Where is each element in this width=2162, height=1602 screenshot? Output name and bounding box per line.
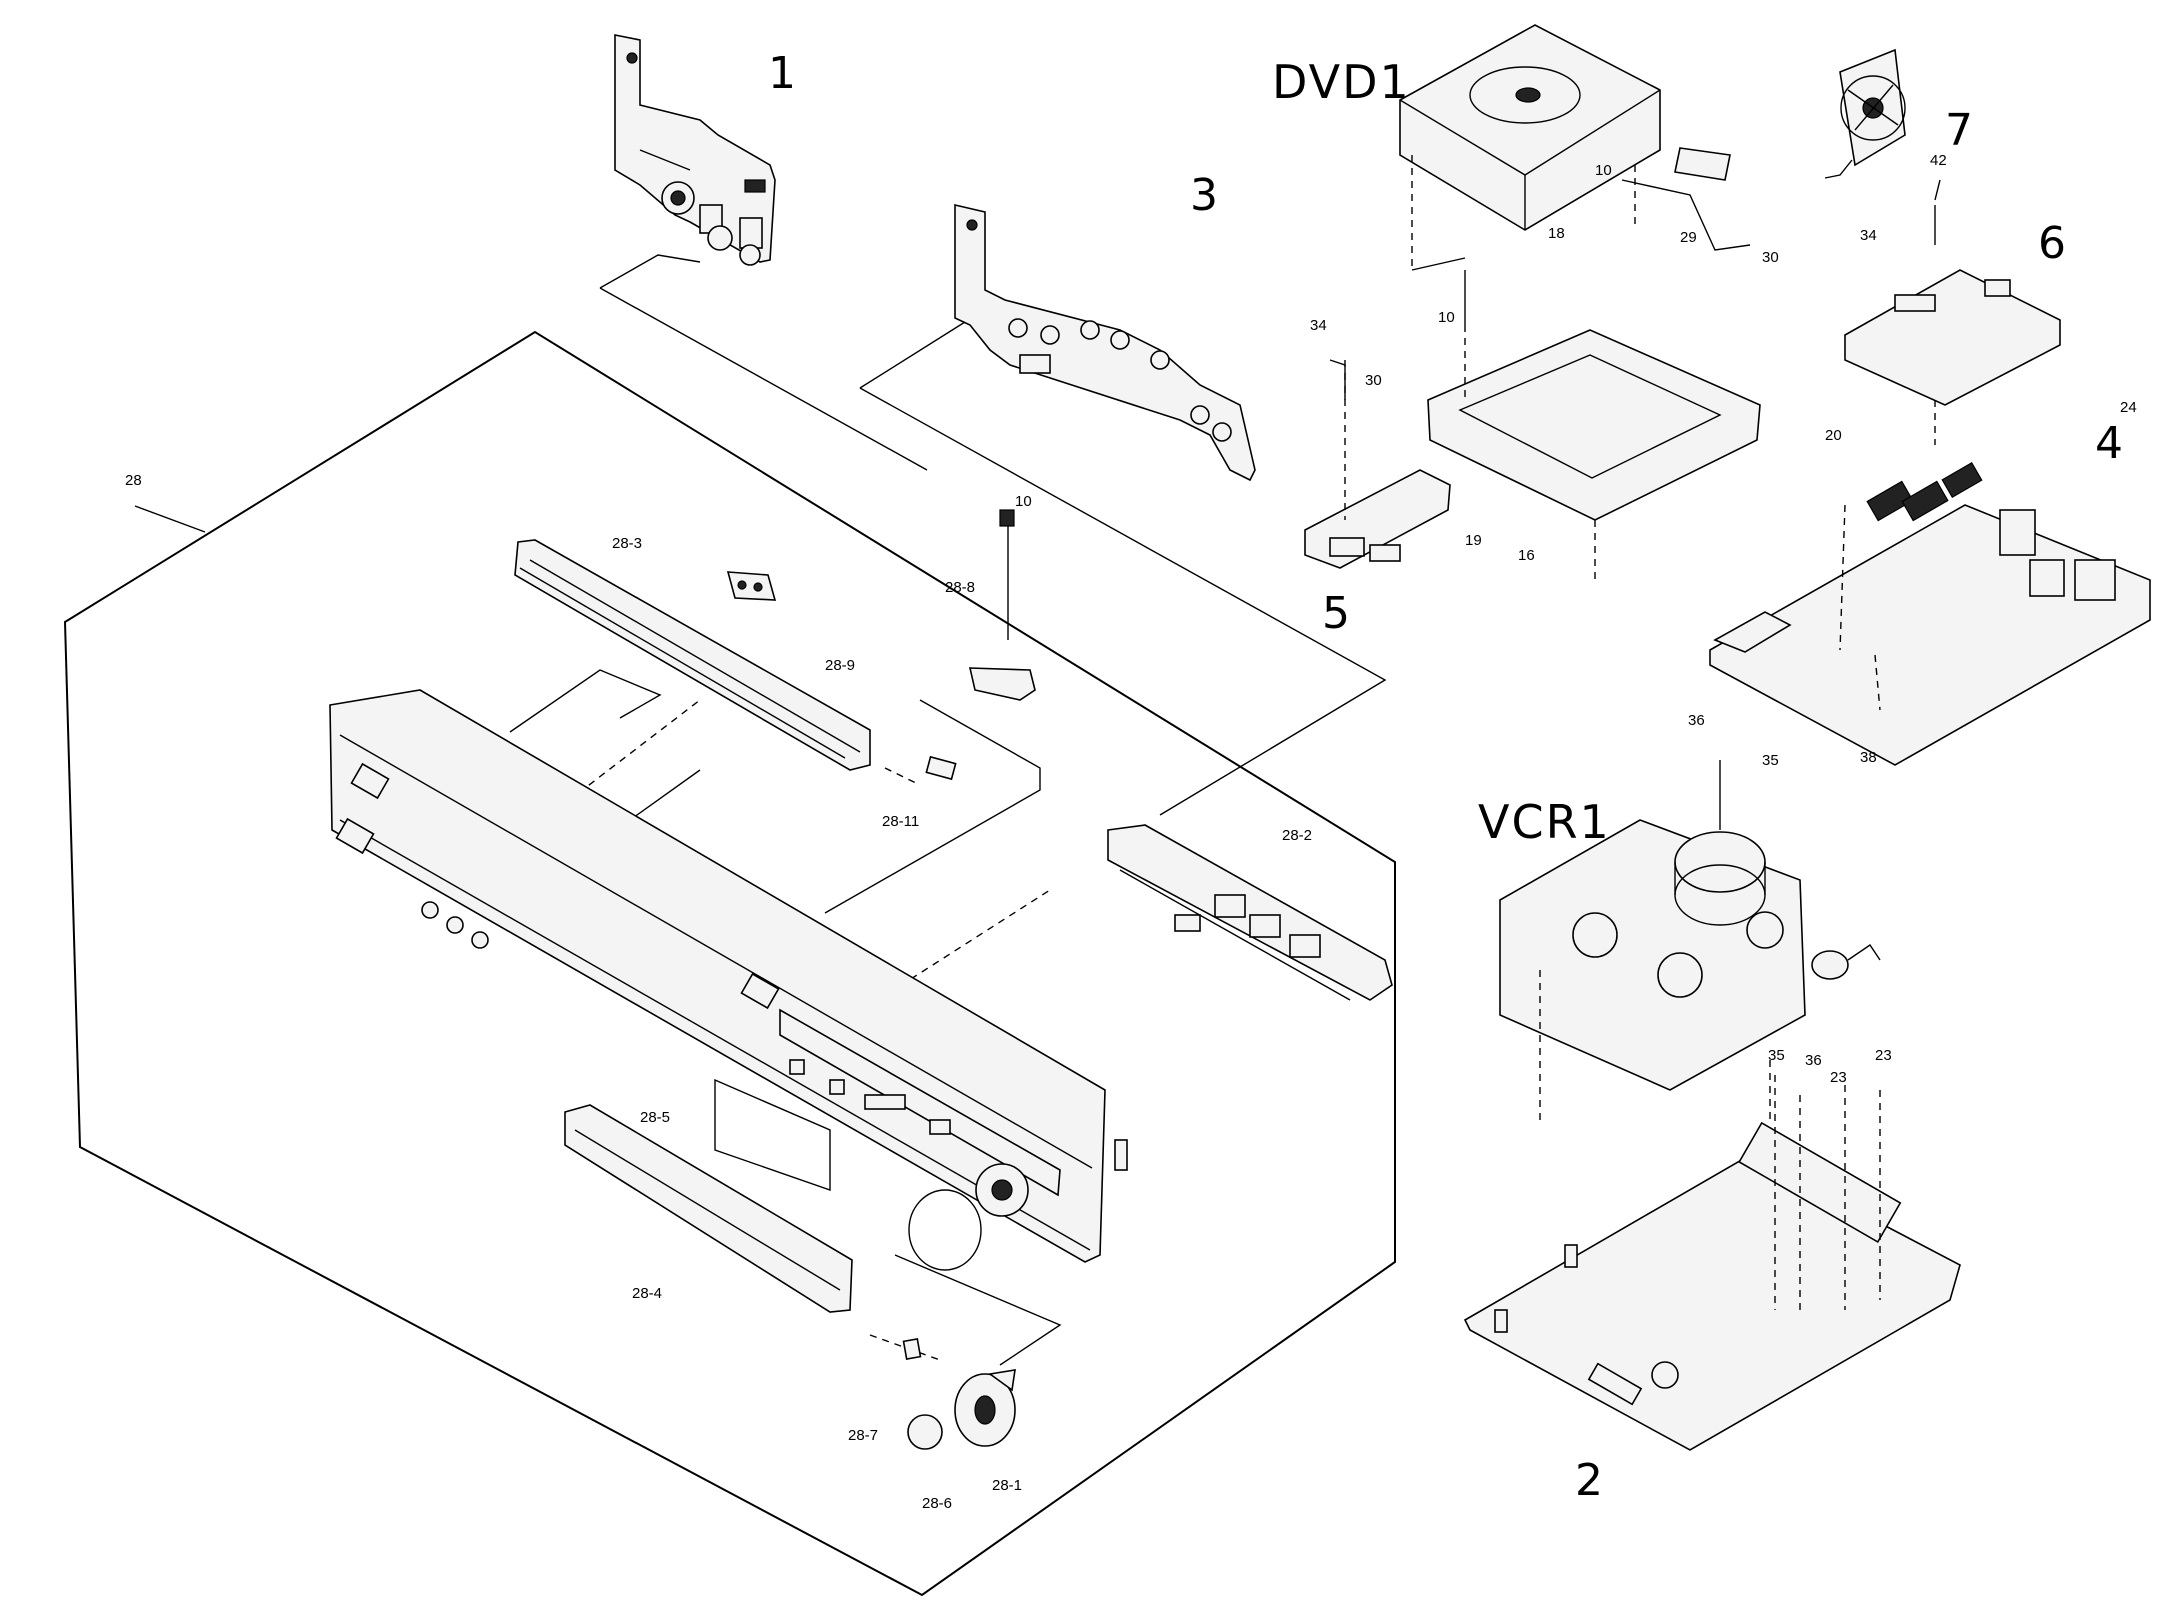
part-28-4-flap [564, 1104, 853, 1313]
label-36-b: 36 [1805, 1052, 1822, 1069]
part-28-11 [925, 755, 957, 781]
label-28-8: 28-8 [945, 579, 975, 596]
label-10-dvd-a: 10 [1595, 162, 1612, 179]
label-23-a: 23 [1830, 1069, 1847, 1086]
label-19: 19 [1465, 532, 1482, 549]
label-16: 16 [1518, 547, 1535, 564]
part-28-1-knob [954, 1369, 1016, 1447]
label-28-9: 28-9 [825, 657, 855, 674]
board-2 [1463, 1075, 1961, 1451]
label-28-1: 28-1 [992, 1477, 1022, 1494]
board-4 [1709, 462, 2151, 766]
fan-7 [1824, 48, 1906, 179]
dvd-chassis-frame [1411, 257, 1761, 580]
hand-labels: DVD1 VCR1 1 2 3 4 5 6 7 [768, 48, 2123, 1506]
label-36-a: 36 [1688, 712, 1705, 729]
front-panel-body [329, 689, 1128, 1263]
part-28-9 [726, 571, 777, 601]
label-28-2: 28-2 [1282, 827, 1312, 844]
label-20: 20 [1825, 427, 1842, 444]
label-10-dvd-b: 10 [1438, 309, 1455, 326]
label-34-b: 34 [1860, 227, 1877, 244]
label-fan-7: 7 [1945, 105, 1973, 156]
label-28: 28 [125, 472, 142, 489]
label-29: 29 [1680, 229, 1697, 246]
part-28-3-bar [514, 539, 871, 771]
label-28-4: 28-4 [632, 1285, 662, 1302]
board-3 [954, 203, 1256, 482]
label-24: 24 [2120, 399, 2137, 416]
board-1-leaders [599, 254, 928, 471]
board-3-leaders [859, 321, 1387, 816]
part-28-6-cap [907, 1414, 943, 1450]
label-board-5: 5 [1322, 588, 1350, 639]
board-5 [1304, 359, 1451, 569]
front-inner-leaders [509, 669, 1062, 1366]
part-number-labels: 28 28-3 28-9 10 28-8 28-11 28-2 28-5 28-… [125, 152, 2137, 1512]
label-42: 42 [1930, 152, 1947, 169]
label-35-b: 35 [1768, 1047, 1785, 1064]
label-10-front: 10 [1015, 493, 1032, 510]
label-28-5: 28-5 [640, 1109, 670, 1126]
label-dvd1: DVD1 [1272, 55, 1411, 109]
board-6 [1844, 179, 2061, 445]
part-28-5 [714, 1078, 831, 1191]
vcr-mechanism [1499, 760, 1881, 1120]
part-28-7-spring [902, 1337, 922, 1361]
dvd-mechanism [1399, 24, 1751, 270]
label-board-2: 2 [1575, 1455, 1603, 1506]
label-28-6: 28-6 [922, 1495, 952, 1512]
dial-opening [908, 1189, 982, 1271]
label-board-1: 1 [768, 48, 796, 99]
label-board-4: 4 [2095, 418, 2123, 469]
label-board-3: 3 [1190, 170, 1218, 221]
label-28-11: 28-11 [882, 813, 919, 830]
label-35-a: 35 [1762, 752, 1779, 769]
label-34-a: 34 [1310, 317, 1327, 334]
part-28-8-bracket [968, 509, 1036, 701]
label-28-7: 28-7 [848, 1427, 878, 1444]
label-vcr1: VCR1 [1478, 795, 1611, 849]
label-28-3: 28-3 [612, 535, 642, 552]
label-30-b: 30 [1365, 372, 1382, 389]
label-board-6: 6 [2038, 218, 2066, 269]
part-28-2-board [1107, 824, 1393, 1001]
front-panel-enclosure [63, 330, 1396, 1597]
board-1 [614, 34, 776, 266]
label-38: 38 [1860, 749, 1877, 766]
label-18: 18 [1548, 225, 1565, 242]
label-30-a: 30 [1762, 249, 1779, 266]
label-23-b: 23 [1875, 1047, 1892, 1064]
